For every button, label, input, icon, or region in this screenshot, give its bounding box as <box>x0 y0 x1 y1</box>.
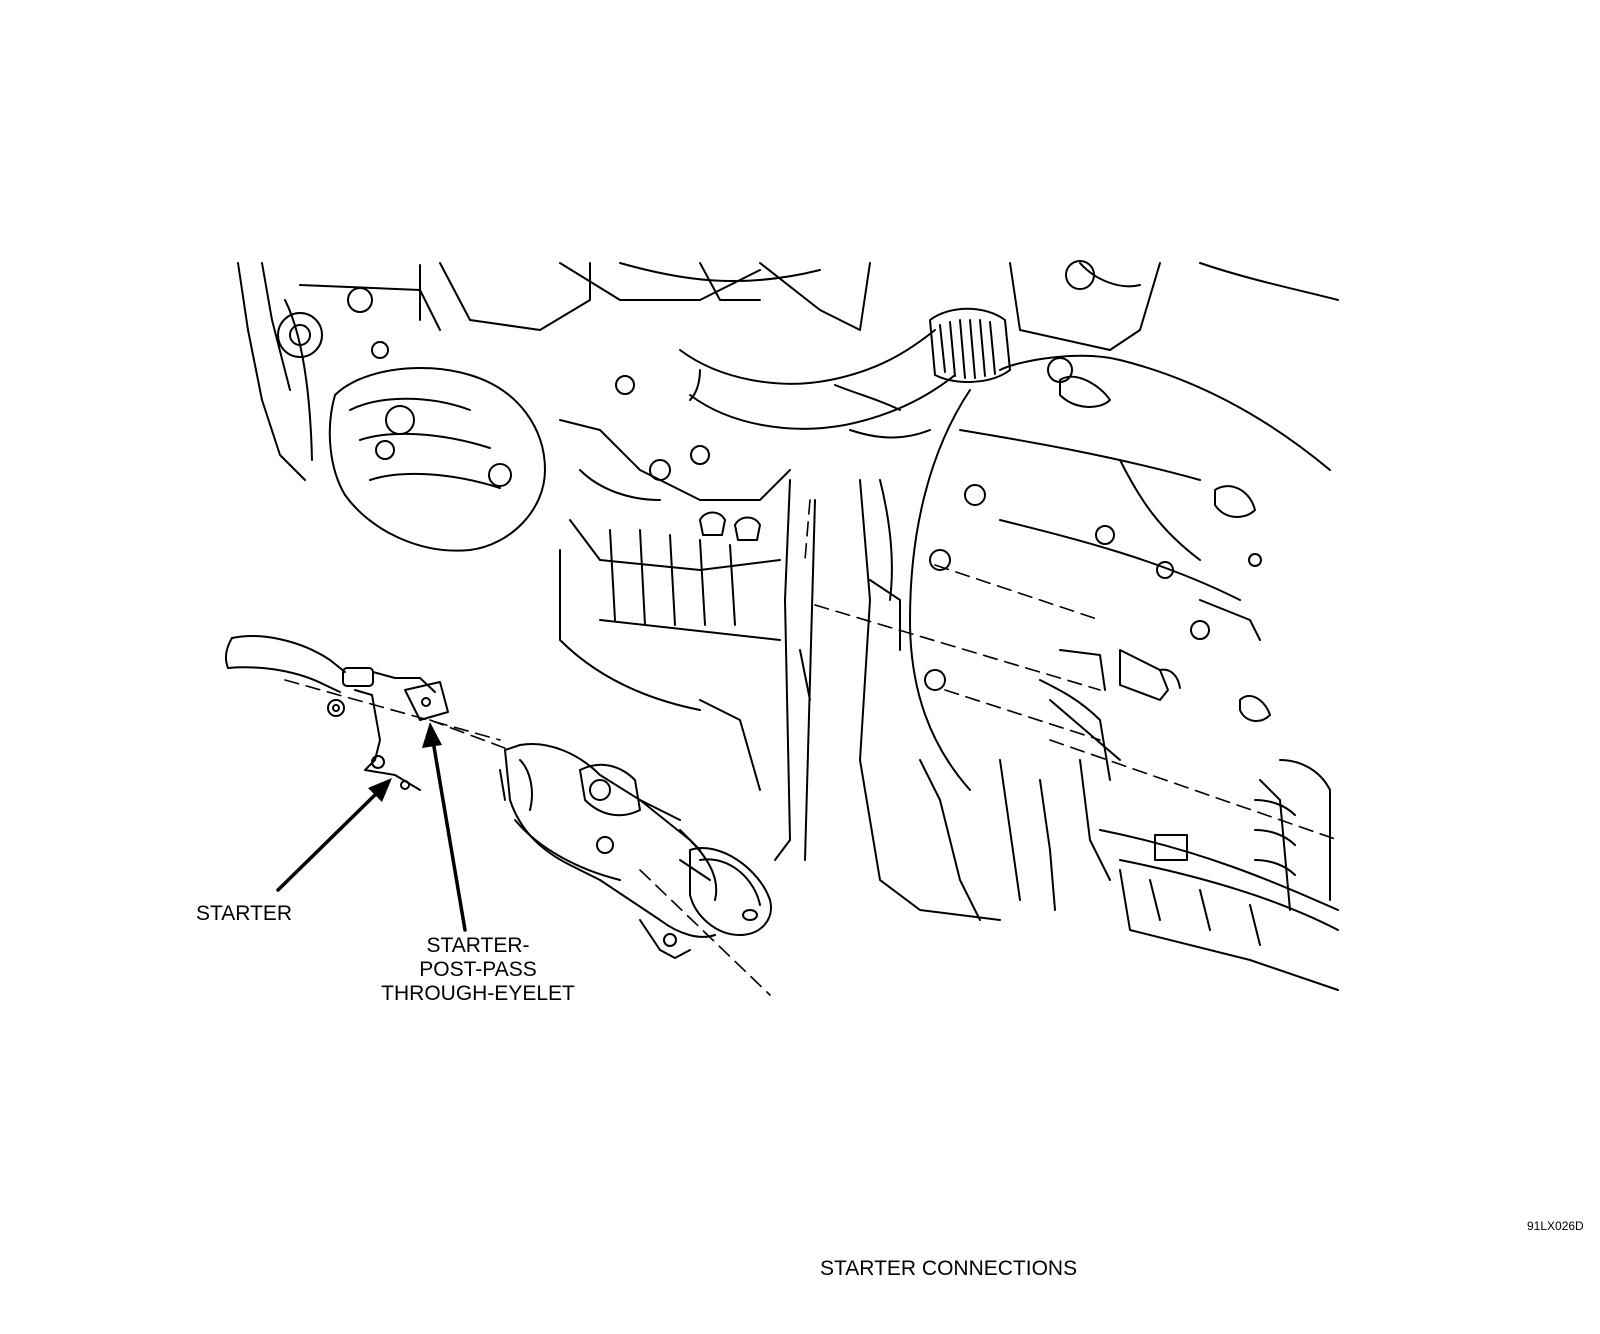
eyelet-callout: STARTER- POST-PASS THROUGH-EYELET <box>368 934 588 1006</box>
battery-cable-drawing <box>224 635 449 791</box>
eyelet-callout-line-2: POST-PASS <box>419 958 537 981</box>
starter-leader-line <box>276 788 382 892</box>
center-lines <box>284 499 1339 996</box>
mounting-bolt-drawing <box>1119 649 1181 701</box>
leader-arrows <box>276 733 467 932</box>
eyelet-callout-line-1: STARTER- <box>426 934 530 957</box>
eyelet-leader-line <box>430 733 467 932</box>
figure-code: 91LX026D <box>1527 1219 1584 1233</box>
starter-arrowhead <box>368 778 392 802</box>
eyelet-callout-line-3: THROUGH-EYELET <box>381 982 575 1005</box>
figure-title: STARTER CONNECTIONS <box>820 1257 1078 1280</box>
starter-motor-drawing <box>499 743 772 959</box>
transmission-drawing <box>804 260 1339 991</box>
starter-callout: STARTER <box>196 902 293 925</box>
engine-block-drawing <box>237 262 1011 861</box>
eyelet-arrowhead <box>422 722 442 748</box>
